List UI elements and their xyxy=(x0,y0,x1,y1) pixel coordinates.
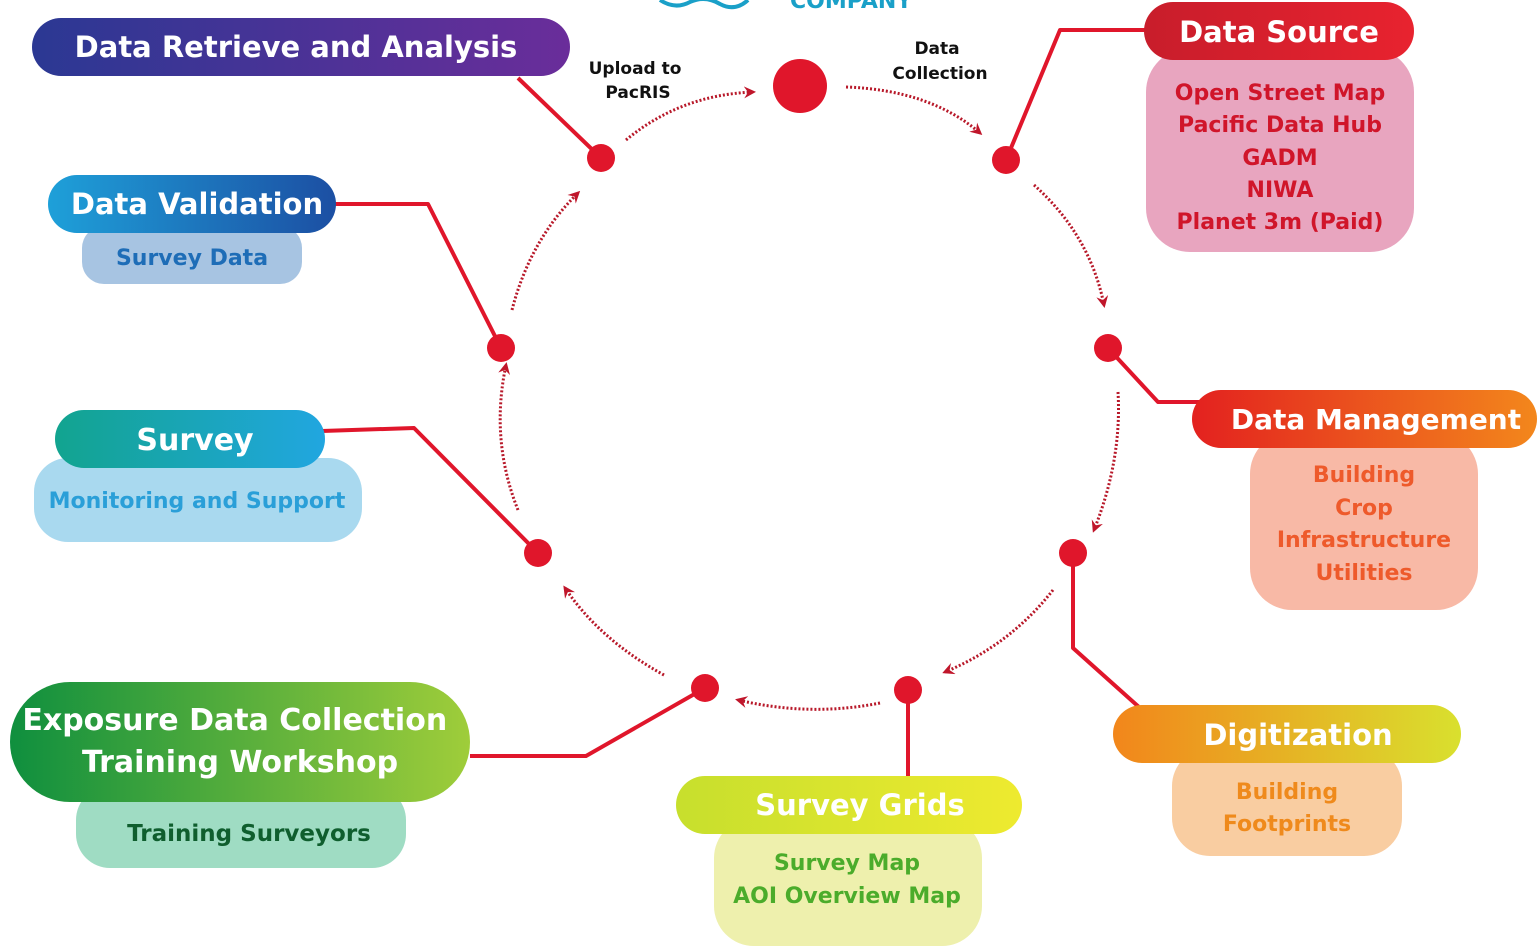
cycle-arrow-8 xyxy=(498,362,520,511)
data-source-title-pill xyxy=(1144,2,1414,60)
connector-survey xyxy=(321,426,540,555)
logo-text: COMPANY xyxy=(790,0,913,14)
flow-label-upload: Upload to PacRIS xyxy=(589,59,688,103)
connector-data-retrieve xyxy=(516,76,603,160)
data-validation-box xyxy=(82,226,302,284)
data-validation-title-pill xyxy=(48,175,336,233)
data-source-item-1: Open Street Map xyxy=(1175,81,1385,106)
data-source-item-2: Pacific Data Hub xyxy=(1178,113,1382,138)
data-validation-title: Data Validation xyxy=(71,187,323,221)
stage-data-source: Data Source Open Street Map Pacific Data… xyxy=(1144,2,1414,252)
training-title-pill xyxy=(10,682,470,802)
survey-grids-title: Survey Grids xyxy=(755,788,964,822)
node-top-start xyxy=(773,59,827,113)
data-management-title-pill xyxy=(1192,390,1537,448)
connector-data-source xyxy=(1004,28,1150,161)
cycle-arrow-2 xyxy=(845,85,983,135)
node-data-retrieve xyxy=(587,144,615,172)
flow-label-collection-line-1: Data xyxy=(914,39,959,59)
data-validation-item-1: Survey Data xyxy=(116,246,268,271)
survey-title-pill xyxy=(55,410,325,468)
stage-digitization: Digitization Building Footprints xyxy=(1113,705,1461,856)
node-data-management xyxy=(1094,334,1122,362)
stage-data-management: Data Management Building Crop Infrastruc… xyxy=(1192,390,1537,610)
node-survey-grids xyxy=(894,676,922,704)
data-source-box xyxy=(1146,48,1414,252)
data-source-item-5: Planet 3m (Paid) xyxy=(1177,210,1384,235)
stage-data-retrieve: Data Retrieve and Analysis xyxy=(32,18,570,76)
data-source-item-3: GADM xyxy=(1242,146,1317,171)
survey-grids-item-1: Survey Map xyxy=(774,851,920,876)
logo-wave-icon xyxy=(658,0,750,10)
flow-label-collection: Data Collection xyxy=(892,39,987,84)
survey-item-1: Monitoring and Support xyxy=(49,489,346,514)
flow-label-upload-line-2: PacRIS xyxy=(605,83,670,103)
digitization-box xyxy=(1172,748,1402,856)
company-logo: COMPANY xyxy=(658,0,913,14)
digitization-item-2: Footprints xyxy=(1223,812,1351,837)
cycle-nodes xyxy=(487,59,1122,704)
cycle-arrow-1 xyxy=(625,86,756,142)
cycle-arrow-6 xyxy=(735,696,881,711)
cycle-arrows xyxy=(498,85,1120,711)
node-data-validation xyxy=(487,334,515,362)
stage-training: Exposure Data Collection Training Worksh… xyxy=(10,682,470,868)
training-title-line-1: Exposure Data Collection xyxy=(22,703,447,738)
data-management-box xyxy=(1250,432,1478,610)
digitization-title-pill xyxy=(1113,705,1461,763)
cycle-arrow-4 xyxy=(1091,391,1120,533)
cycle-arrow-5 xyxy=(942,589,1055,675)
survey-grids-title-pill xyxy=(676,776,1022,834)
node-digitization xyxy=(1059,539,1087,567)
data-management-item-3: Infrastructure xyxy=(1277,528,1451,553)
node-training xyxy=(691,674,719,702)
data-retrieve-title-pill xyxy=(32,18,570,76)
connector-data-validation xyxy=(330,202,503,349)
data-management-item-4: Utilities xyxy=(1315,561,1412,586)
stage-survey-grids: Survey Grids Survey Map AOI Overview Map xyxy=(676,776,1022,946)
cycle-arrow-3 xyxy=(1033,183,1109,308)
connector-lines xyxy=(321,28,1200,778)
survey-grids-item-2: AOI Overview Map xyxy=(733,884,961,909)
digitization-item-1: Building xyxy=(1236,780,1338,805)
stage-data-validation: Data Validation Survey Data xyxy=(48,175,336,284)
survey-grids-box xyxy=(714,818,982,946)
node-data-source xyxy=(992,146,1020,174)
data-management-title: Data Management xyxy=(1231,403,1521,436)
data-source-item-4: NIWA xyxy=(1247,178,1314,203)
stage-survey: Survey Monitoring and Support xyxy=(34,410,362,542)
data-management-item-1: Building xyxy=(1313,463,1415,488)
data-source-title: Data Source xyxy=(1179,15,1379,49)
survey-box xyxy=(34,458,362,542)
connector-digitization xyxy=(1071,553,1142,710)
connector-training xyxy=(470,686,706,758)
training-title-line-2: Training Workshop xyxy=(82,745,398,780)
digitization-title: Digitization xyxy=(1203,718,1392,752)
data-retrieve-title: Data Retrieve and Analysis xyxy=(75,30,518,64)
training-item-1: Training Surveyors xyxy=(127,821,371,847)
cycle-arrow-9 xyxy=(510,190,581,311)
node-survey xyxy=(524,539,552,567)
data-management-item-2: Crop xyxy=(1335,496,1393,521)
flow-label-upload-line-1: Upload to xyxy=(589,59,682,79)
training-box xyxy=(76,786,406,868)
cycle-arrow-7 xyxy=(563,585,665,677)
flow-label-collection-line-2: Collection xyxy=(892,64,987,84)
connector-data-management xyxy=(1106,346,1200,404)
training-title: Exposure Data Collection Training Worksh… xyxy=(22,703,457,780)
survey-title: Survey xyxy=(136,423,254,458)
